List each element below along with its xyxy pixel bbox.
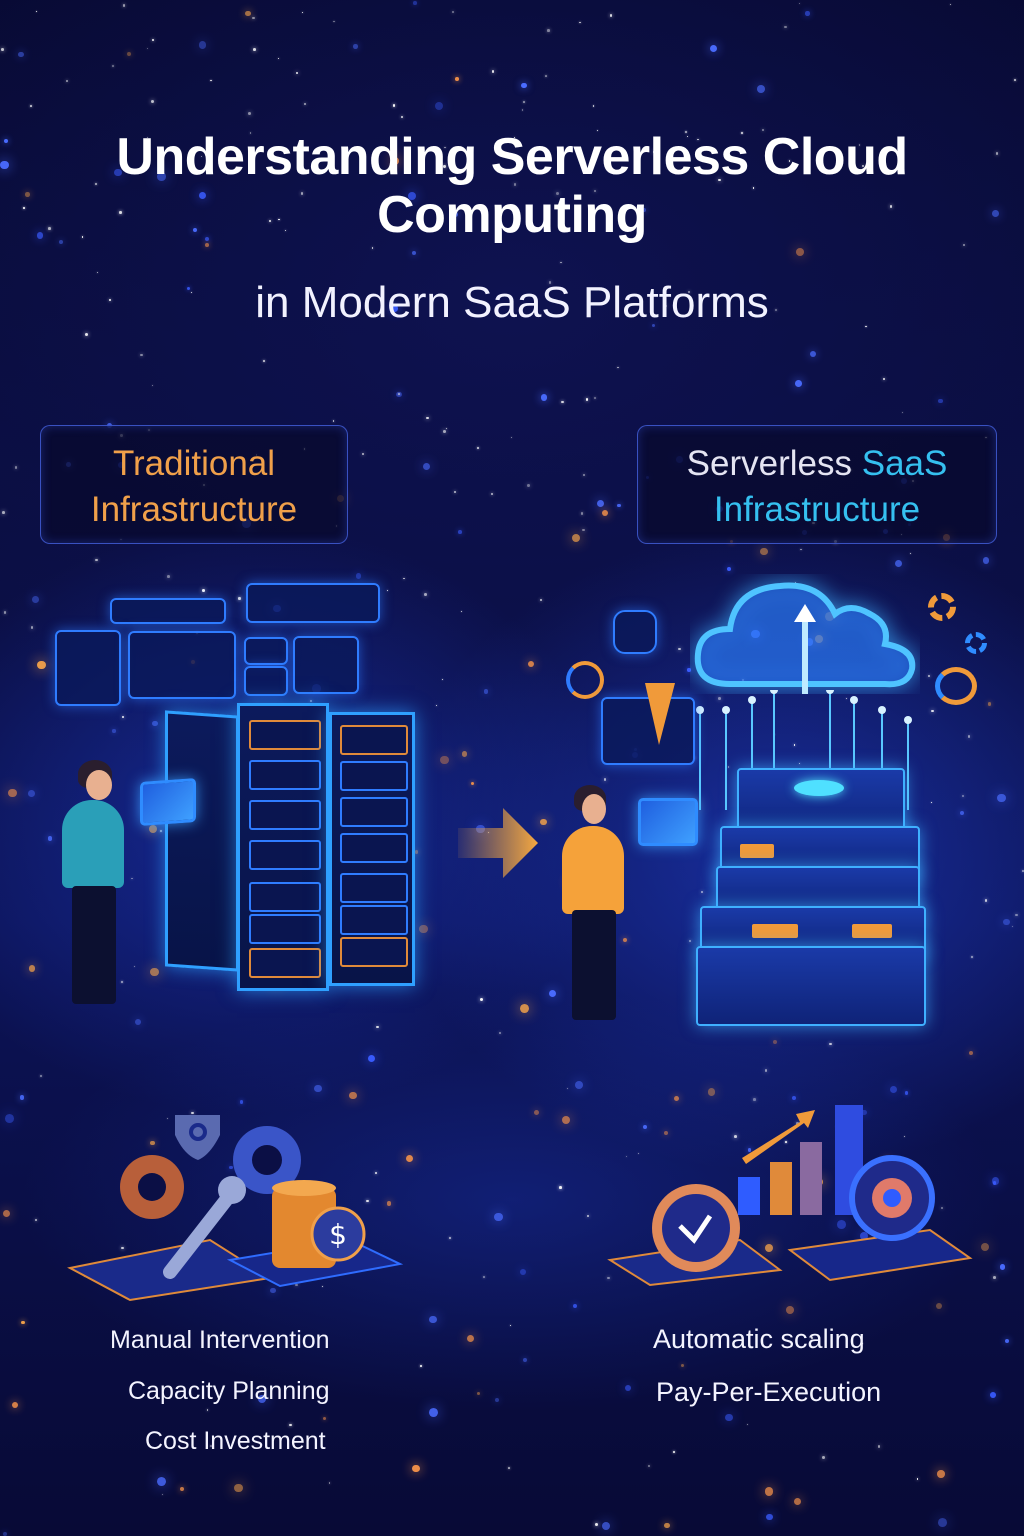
gear-icon bbox=[928, 593, 956, 621]
page-title-line1: Understanding Serverless Cloud bbox=[116, 128, 908, 186]
dashboard-panel-icon bbox=[55, 630, 121, 706]
serverless-infrastructure-label: Serverless SaaS Infrastructure bbox=[637, 425, 997, 544]
bar-chart-icon bbox=[738, 1105, 863, 1215]
feature-item: Automatic scaling bbox=[653, 1324, 865, 1354]
gear-icon bbox=[120, 1155, 184, 1219]
server-rack-icon bbox=[329, 712, 415, 986]
person-legs bbox=[72, 886, 116, 1004]
dollar-icon: $ bbox=[310, 1206, 366, 1262]
label-line2: Infrastructure bbox=[90, 490, 298, 529]
person-head bbox=[86, 770, 112, 800]
bar-chart-icon bbox=[613, 610, 657, 654]
server-rack-icon bbox=[237, 703, 329, 991]
title-block: Understanding Serverless Cloud Computing… bbox=[0, 128, 1024, 328]
dashboard-panel-icon bbox=[246, 583, 380, 623]
document-panel-icon bbox=[601, 697, 695, 765]
server-tier-icon bbox=[696, 946, 926, 1026]
maintenance-icons: $ bbox=[67, 1115, 404, 1302]
svg-text:$: $ bbox=[329, 1218, 347, 1251]
arrow-right-icon bbox=[458, 808, 538, 878]
refresh-gear-icon bbox=[935, 667, 977, 705]
gear-icon bbox=[233, 1126, 301, 1194]
bar-chart-panel-icon bbox=[293, 636, 359, 694]
dashboard-panel-icon bbox=[128, 631, 236, 699]
gauge-icon bbox=[849, 1155, 935, 1241]
person-legs bbox=[572, 910, 616, 1020]
tablet-icon bbox=[140, 778, 196, 826]
feature-item: Pay-Per-Execution bbox=[656, 1377, 882, 1407]
wrench-icon bbox=[163, 1176, 246, 1279]
person-torso bbox=[62, 800, 124, 888]
feature-item: Cost Investment bbox=[145, 1427, 326, 1455]
tablet-icon bbox=[638, 798, 698, 846]
traditional-infrastructure-label: Traditional Infrastructure bbox=[40, 425, 348, 544]
feature-item: Capacity Planning bbox=[128, 1377, 330, 1405]
dashboard-panel-icon bbox=[244, 666, 288, 696]
dashboard-panel-icon bbox=[244, 637, 288, 665]
pin-icon bbox=[645, 683, 675, 745]
label-line1: Traditional bbox=[112, 444, 276, 483]
traditional-scene bbox=[55, 583, 415, 1004]
person-head bbox=[582, 794, 606, 824]
label-word-saas: SaaS bbox=[861, 444, 948, 483]
person-torso bbox=[562, 826, 624, 914]
label-line2: Infrastructure bbox=[713, 490, 921, 529]
gauge-icon bbox=[566, 661, 604, 699]
shield-icon bbox=[175, 1115, 220, 1160]
cloud-icon bbox=[694, 582, 916, 694]
dashboard-panel-icon bbox=[110, 598, 226, 624]
page-subtitle: in Modern SaaS Platforms bbox=[255, 278, 769, 327]
clock-icon bbox=[652, 1184, 740, 1272]
server-rack-icon bbox=[165, 710, 239, 972]
label-word-serverless: Serverless bbox=[686, 444, 852, 483]
gear-icon bbox=[965, 632, 987, 654]
page-title-line2: Computing bbox=[377, 186, 647, 244]
feature-item: Manual Intervention bbox=[110, 1326, 330, 1354]
scaling-icons bbox=[607, 1105, 973, 1287]
